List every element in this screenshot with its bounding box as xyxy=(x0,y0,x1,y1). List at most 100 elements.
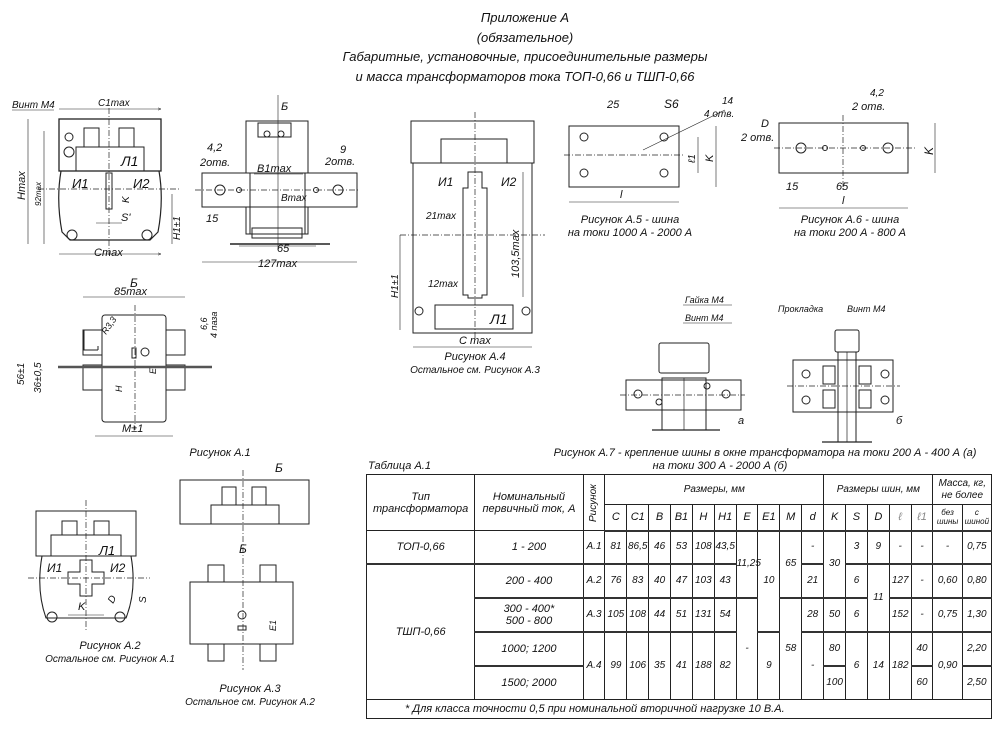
label-a6-2holes: 2 отв. xyxy=(851,101,885,113)
cell-d-small: - xyxy=(801,530,825,565)
cell-c1: 86,5 xyxy=(626,530,650,565)
label-e: E xyxy=(148,367,158,374)
col-l: ℓ xyxy=(888,504,912,532)
fig-a1-side-view xyxy=(195,95,360,263)
label-a2-k: K xyxy=(78,601,86,613)
label-screw-m4: Винт М4 xyxy=(12,100,55,111)
table-row: 1000; 1200 А.4 99 106 35 41 188 82 9 - 8… xyxy=(367,631,993,700)
cell-s: 6 xyxy=(845,597,868,633)
caption-fig-a5: Рисунок А.5 - шина на токи 1000 А - 2000… xyxy=(560,214,700,240)
label-h: H xyxy=(114,385,124,392)
fig-a1-bottom-view xyxy=(58,296,212,437)
fig-a4-drawing xyxy=(399,112,545,348)
header-mass: Масса, кг, не более xyxy=(932,474,992,505)
cell-s: 6 xyxy=(845,631,868,700)
label-k: K xyxy=(121,195,132,203)
label-i1: И1 xyxy=(72,176,89,191)
label-a4-h1: H1±1 xyxy=(390,274,401,298)
cell-h: 188 xyxy=(691,631,715,700)
label-bmax: Bmax xyxy=(281,193,308,204)
cell-m: 58 xyxy=(779,597,803,700)
label-a3-b2: Б xyxy=(239,542,247,556)
col-c1: C1 xyxy=(626,504,650,532)
caption-a4-sub: Остальное см. Рисунок А.3 xyxy=(410,365,540,376)
col-d: D xyxy=(866,504,890,532)
col-m: M xyxy=(779,504,803,532)
col-b1: B1 xyxy=(670,504,693,532)
cell-b: 44 xyxy=(648,597,672,633)
appendix-subtitle: Габаритные, установочные, присоединитель… xyxy=(342,49,708,64)
label-a3-b: Б xyxy=(275,461,283,475)
label-2-holes-b: 2отв. xyxy=(324,156,355,168)
label-nut-m4: Гайка М4 xyxy=(685,295,724,305)
cell-e: 11,25 xyxy=(735,530,761,599)
caption-a6-title: Рисунок А.6 - шина xyxy=(800,214,900,226)
label-15: 15 xyxy=(206,213,219,225)
label-a5-14: 14 xyxy=(722,96,734,107)
col-mass-without-bus: без шины xyxy=(932,504,963,532)
cell-c1: 108 xyxy=(626,597,650,633)
cell-mass-without: 0,60 xyxy=(932,563,963,599)
cell-c: 76 xyxy=(604,563,628,599)
col-s: S xyxy=(845,504,868,532)
label-c1max: C1max xyxy=(98,98,131,109)
label-a5-s6: S6 xyxy=(664,97,679,111)
cell-c1: 83 xyxy=(626,563,650,599)
label-a5-k: K xyxy=(704,154,716,162)
col-d-small: d xyxy=(801,504,825,532)
col-h: H xyxy=(691,504,715,532)
label-a6-l: l xyxy=(842,195,845,207)
label-a5-25: 25 xyxy=(606,99,620,111)
cell-m: 65 xyxy=(779,530,803,599)
col-l1: ℓ1 xyxy=(910,504,934,532)
label-a7-a: а xyxy=(738,415,744,427)
label-m: M±1 xyxy=(122,423,143,435)
label-65: 65 xyxy=(277,243,290,255)
cell-h: 131 xyxy=(691,597,715,633)
label-36: 36±0,5 xyxy=(33,362,44,393)
table-row: 1500; 2000 100 60 2,50 xyxy=(367,665,993,700)
label-cmax: Cmax xyxy=(94,247,123,259)
cell-d-small: - xyxy=(801,631,825,700)
col-h1: H1 xyxy=(713,504,737,532)
cell-figure: А.1 xyxy=(582,530,606,565)
cell-mass-with: 2,50 xyxy=(961,665,993,700)
label-4-slots: 4 паза xyxy=(209,312,219,338)
cell-current-b: 500 - 800 xyxy=(505,614,553,627)
fig-a7-mounting xyxy=(620,329,900,443)
appendix-status: (обязательное) xyxy=(476,29,574,45)
cell-type: ТОП-0,66 xyxy=(365,530,476,565)
caption-fig-a7: Рисунок А.7 - крепление шины в окне тран… xyxy=(530,447,1000,473)
header-dimensions: Размеры, мм xyxy=(604,474,825,505)
cell-mass-with: 1,30 xyxy=(961,597,993,633)
caption-a7-sub: на токи 300 А - 2000 А (б) xyxy=(652,460,788,472)
label-12max: 12max xyxy=(428,279,459,290)
cell-l1: - xyxy=(910,530,934,565)
label-2-holes-a: 2отв. xyxy=(199,157,230,169)
label-a4-cmax: C max xyxy=(459,335,491,347)
caption-fig-a1: Рисунок А.1 xyxy=(189,447,251,459)
label-b-screw-m4: Винт М4 xyxy=(847,304,885,314)
cell-h1: 54 xyxy=(713,597,737,633)
caption-a6-sub: на токи 200 А - 800 А xyxy=(793,227,907,239)
fig-a5-bus xyxy=(564,109,726,203)
cell-h1: 82 xyxy=(713,631,737,700)
col-b: B xyxy=(648,504,672,532)
cell-mass-without: 0,75 xyxy=(932,597,963,633)
label-a2-i2: И2 xyxy=(110,561,126,575)
cell-current-a: 300 - 400* xyxy=(503,602,555,615)
cell-k: 30 xyxy=(823,530,847,599)
cell-h: 108 xyxy=(691,530,715,565)
fig-a3-drawing xyxy=(179,470,310,670)
col-e1: E1 xyxy=(757,504,781,532)
col-c: C xyxy=(604,504,628,532)
label-gasket: Прокладка xyxy=(778,304,823,314)
table-footnote-row: * Для класса точности 0,5 при номинально… xyxy=(366,699,992,719)
table-caption: Таблица А.1 xyxy=(368,460,431,472)
label-a3-e1: E1 xyxy=(268,620,278,631)
cell-s: 3 xyxy=(845,530,868,565)
label-a2-i1: И1 xyxy=(47,561,62,575)
cell-figure: А.2 xyxy=(582,563,606,599)
label-92max: 92max xyxy=(34,181,43,206)
